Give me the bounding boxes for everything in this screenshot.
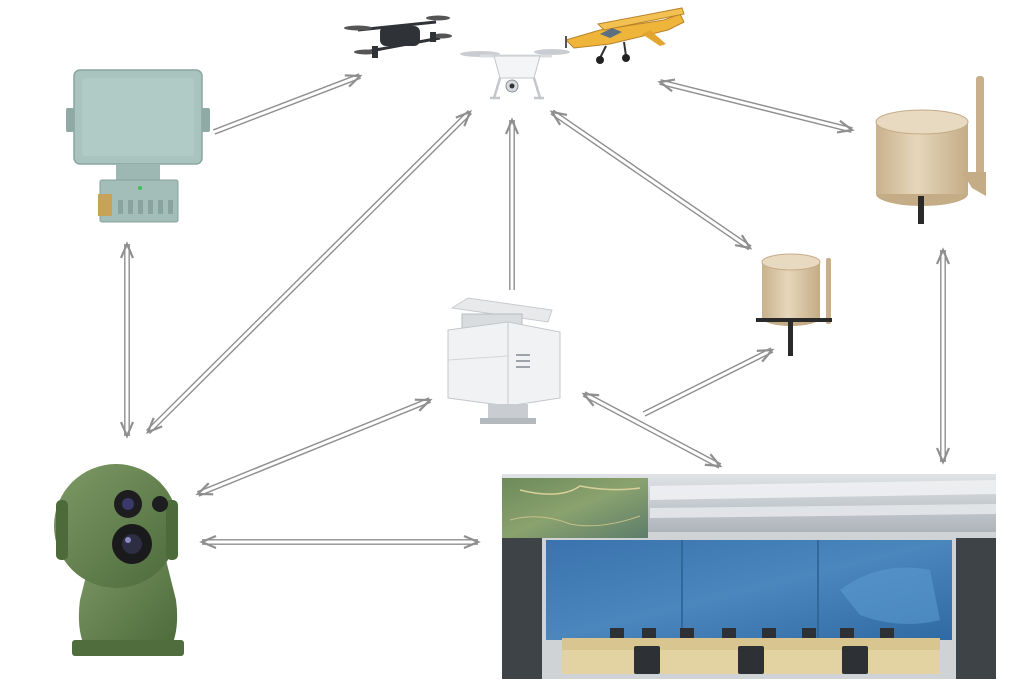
arrow-shaft [659, 83, 852, 133]
arrow-shaft [149, 113, 473, 435]
arrow-shaft [660, 79, 853, 129]
arrow-head [195, 482, 214, 496]
arrow-head [756, 348, 775, 363]
white-quadcopter-icon [460, 49, 570, 100]
connection-arrow [124, 244, 130, 436]
arrow-head [935, 447, 951, 465]
arrow-head [119, 421, 135, 439]
arrow-shaft [584, 391, 722, 465]
arrow-shaft [644, 351, 774, 417]
arrow-head [549, 110, 568, 126]
arrow-head [935, 247, 951, 265]
arrow-head [581, 392, 600, 407]
arrow-shaft [552, 109, 752, 247]
jammer-cabinet-icon [447, 297, 561, 424]
arrow-shaft [642, 347, 772, 413]
connection-arrow [509, 120, 515, 290]
connection-arrow [196, 397, 432, 497]
arrow-shaft [145, 109, 469, 431]
light-aircraft-icon [565, 7, 685, 64]
arrow-head [657, 78, 676, 93]
radar-panel-icon [66, 69, 210, 223]
rf-antenna-cylinder-icon [875, 76, 986, 224]
connection-arrow [145, 109, 473, 435]
arrow-shaft [550, 113, 750, 251]
arrow-head [704, 453, 723, 468]
arrow-head [734, 234, 753, 250]
arrow-head [463, 534, 481, 550]
arrow-head [504, 117, 520, 135]
connection-arrows [119, 73, 951, 550]
arrow-head [455, 110, 472, 127]
dark-quadcopter-icon [344, 15, 452, 58]
arrow-shaft [196, 397, 430, 493]
connection-arrow [202, 539, 478, 545]
connection-arrow [550, 109, 752, 251]
arrow-shaft [198, 401, 432, 497]
arrow-shaft [582, 395, 720, 469]
arrow-head [119, 241, 135, 259]
command-center-videowall-icon [502, 474, 996, 679]
arrow-shaft [212, 73, 360, 131]
arrow-shaft [214, 77, 362, 135]
connection-arrow [582, 391, 722, 469]
connection-arrow [642, 347, 774, 417]
connection-arrow [212, 73, 362, 135]
arrow-head [344, 74, 363, 88]
arrow-head [414, 398, 433, 412]
arrow-head [836, 119, 855, 134]
connection-arrow [659, 79, 853, 133]
drone-and-plane-icon [344, 7, 685, 100]
rf-antenna-cylinder-small-icon [756, 253, 832, 356]
pan-tilt-camera-icon [54, 464, 184, 656]
arrow-head [146, 417, 163, 434]
arrow-head [199, 534, 217, 550]
connection-arrow [940, 250, 946, 462]
